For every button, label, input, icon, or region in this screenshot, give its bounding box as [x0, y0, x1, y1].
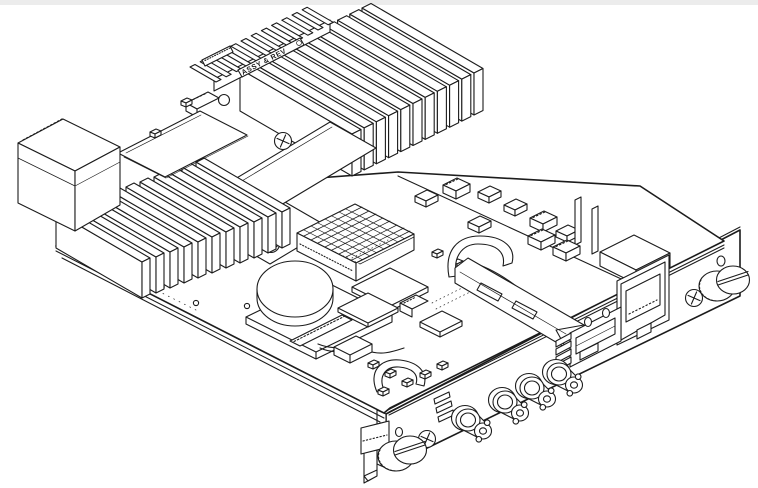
- shield-can: [118, 97, 248, 178]
- top-gray-bar: [0, 0, 758, 5]
- spreader-screw: [273, 131, 293, 151]
- module-corner-connector: [186, 92, 230, 117]
- header-connector: [290, 315, 352, 346]
- backplane-connector: [18, 119, 120, 231]
- coin-cell-battery: [257, 261, 333, 326]
- barcode-label: [202, 46, 233, 66]
- led-hole: [585, 318, 592, 327]
- standing-plate: [592, 206, 598, 254]
- led-hole: [603, 309, 610, 318]
- coax-cable-lower: [374, 360, 425, 392]
- coax-board-connector: [400, 295, 428, 317]
- mezzanine-heatsink-module: ASSY & REV: [186, 6, 334, 117]
- standing-plate: [575, 197, 581, 245]
- center-components: [335, 177, 581, 337]
- panel-hole-top: [717, 256, 725, 266]
- front-edge-components: [290, 315, 449, 397]
- rear-edge-components: [477, 185, 670, 284]
- panel-hole-bottom: [396, 428, 403, 437]
- bga-pin-fin-heatsink: [297, 204, 414, 281]
- thumbscrew-bottom: [361, 421, 427, 471]
- rj45-port: [617, 255, 669, 345]
- thumbscrew-top: [699, 266, 750, 301]
